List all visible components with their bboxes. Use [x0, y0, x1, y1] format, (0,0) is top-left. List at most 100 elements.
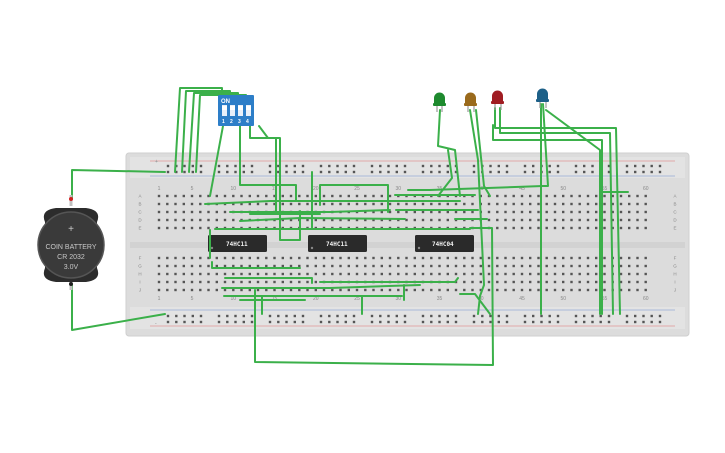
- breadboard-hole[interactable]: [504, 210, 507, 214]
- breadboard-hole[interactable]: [301, 164, 305, 168]
- breadboard-hole[interactable]: [454, 170, 458, 174]
- breadboard-hole[interactable]: [306, 280, 309, 284]
- breadboard-hole[interactable]: [183, 314, 186, 318]
- breadboard-hole[interactable]: [285, 170, 288, 174]
- breadboard-hole[interactable]: [603, 210, 606, 214]
- breadboard-hole[interactable]: [344, 164, 347, 168]
- breadboard-hole[interactable]: [322, 218, 326, 222]
- breadboard-hole[interactable]: [545, 218, 548, 222]
- breadboard-hole[interactable]: [319, 164, 323, 168]
- breadboard-hole[interactable]: [166, 320, 170, 324]
- breadboard-hole[interactable]: [268, 170, 272, 174]
- breadboard-hole[interactable]: [548, 314, 551, 318]
- breadboard-hole[interactable]: [636, 202, 639, 206]
- breadboard-hole[interactable]: [430, 288, 433, 292]
- breadboard-hole[interactable]: [397, 202, 400, 206]
- breadboard-hole[interactable]: [166, 164, 170, 168]
- breadboard-hole[interactable]: [215, 280, 218, 284]
- breadboard-hole[interactable]: [157, 280, 161, 284]
- breadboard-hole[interactable]: [603, 264, 606, 268]
- wire-led-yellow[interactable]: [469, 109, 485, 315]
- breadboard-hole[interactable]: [479, 264, 482, 268]
- breadboard-hole[interactable]: [479, 194, 482, 198]
- breadboard-hole[interactable]: [314, 280, 317, 284]
- breadboard-hole[interactable]: [182, 264, 185, 268]
- breadboard-hole[interactable]: [157, 194, 161, 198]
- breadboard-hole[interactable]: [352, 314, 356, 318]
- breadboard-hole[interactable]: [619, 202, 623, 206]
- breadboard-hole[interactable]: [301, 320, 305, 324]
- breadboard-hole[interactable]: [322, 202, 326, 206]
- breadboard-hole[interactable]: [232, 272, 235, 276]
- breadboard-hole[interactable]: [532, 170, 535, 174]
- breadboard-hole[interactable]: [658, 164, 662, 168]
- breadboard-hole[interactable]: [234, 164, 237, 168]
- breadboard-hole[interactable]: [199, 226, 202, 230]
- breadboard-hole[interactable]: [293, 320, 296, 324]
- breadboard-hole[interactable]: [505, 164, 509, 168]
- breadboard-hole[interactable]: [644, 272, 647, 276]
- breadboard-hole[interactable]: [529, 218, 532, 222]
- breadboard-hole[interactable]: [301, 314, 305, 318]
- breadboard-hole[interactable]: [183, 320, 186, 324]
- breadboard-hole[interactable]: [570, 194, 573, 198]
- wire-led-blue[interactable]: [407, 103, 549, 191]
- breadboard-hole[interactable]: [355, 202, 359, 206]
- breadboard-hole[interactable]: [388, 256, 392, 260]
- breadboard-hole[interactable]: [372, 202, 375, 206]
- breadboard-hole[interactable]: [223, 256, 227, 260]
- breadboard-hole[interactable]: [512, 218, 515, 222]
- breadboard-hole[interactable]: [619, 256, 623, 260]
- breadboard-hole[interactable]: [370, 170, 374, 174]
- breadboard-hole[interactable]: [591, 320, 594, 324]
- breadboard-hole[interactable]: [182, 272, 185, 276]
- breadboard-hole[interactable]: [430, 170, 433, 174]
- breadboard-hole[interactable]: [344, 314, 347, 318]
- breadboard-hole[interactable]: [256, 256, 260, 260]
- breadboard-hole[interactable]: [471, 264, 474, 268]
- breadboard-hole[interactable]: [463, 256, 466, 260]
- breadboard-hole[interactable]: [248, 288, 251, 292]
- breadboard-hole[interactable]: [405, 210, 408, 214]
- breadboard-hole[interactable]: [175, 170, 178, 174]
- breadboard-hole[interactable]: [364, 218, 367, 222]
- breadboard-hole[interactable]: [446, 202, 449, 206]
- breadboard-hole[interactable]: [166, 314, 170, 318]
- breadboard-hole[interactable]: [650, 170, 653, 174]
- breadboard-hole[interactable]: [207, 210, 210, 214]
- breadboard-hole[interactable]: [562, 194, 565, 198]
- breadboard-hole[interactable]: [314, 272, 317, 276]
- breadboard-hole[interactable]: [281, 218, 284, 222]
- breadboard-hole[interactable]: [306, 288, 309, 292]
- breadboard-hole[interactable]: [248, 272, 251, 276]
- breadboard-hole[interactable]: [298, 202, 301, 206]
- breadboard-hole[interactable]: [248, 264, 251, 268]
- breadboard-hole[interactable]: [207, 256, 210, 260]
- breadboard-hole[interactable]: [520, 288, 524, 292]
- breadboard-hole[interactable]: [586, 202, 590, 206]
- breadboard-hole[interactable]: [298, 280, 301, 284]
- breadboard-hole[interactable]: [223, 288, 227, 292]
- breadboard-hole[interactable]: [370, 314, 374, 318]
- breadboard-hole[interactable]: [372, 256, 375, 260]
- breadboard-hole[interactable]: [512, 194, 515, 198]
- breadboard-hole[interactable]: [487, 202, 491, 206]
- breadboard-hole[interactable]: [403, 320, 407, 324]
- breadboard-hole[interactable]: [182, 202, 185, 206]
- breadboard-hole[interactable]: [183, 170, 186, 174]
- breadboard-hole[interactable]: [496, 210, 499, 214]
- breadboard-hole[interactable]: [520, 210, 524, 214]
- breadboard-hole[interactable]: [481, 320, 484, 324]
- breadboard-hole[interactable]: [512, 202, 515, 206]
- breadboard-hole[interactable]: [268, 164, 272, 168]
- breadboard-hole[interactable]: [190, 264, 194, 268]
- breadboard-hole[interactable]: [232, 264, 235, 268]
- breadboard-hole[interactable]: [199, 272, 202, 276]
- breadboard-hole[interactable]: [463, 272, 466, 276]
- wire-top-row-4[interactable]: [239, 217, 406, 222]
- breadboard-hole[interactable]: [532, 164, 535, 168]
- breadboard-hole[interactable]: [586, 264, 590, 268]
- breadboard-hole[interactable]: [355, 256, 359, 260]
- breadboard-hole[interactable]: [199, 218, 202, 222]
- breadboard-hole[interactable]: [487, 218, 491, 222]
